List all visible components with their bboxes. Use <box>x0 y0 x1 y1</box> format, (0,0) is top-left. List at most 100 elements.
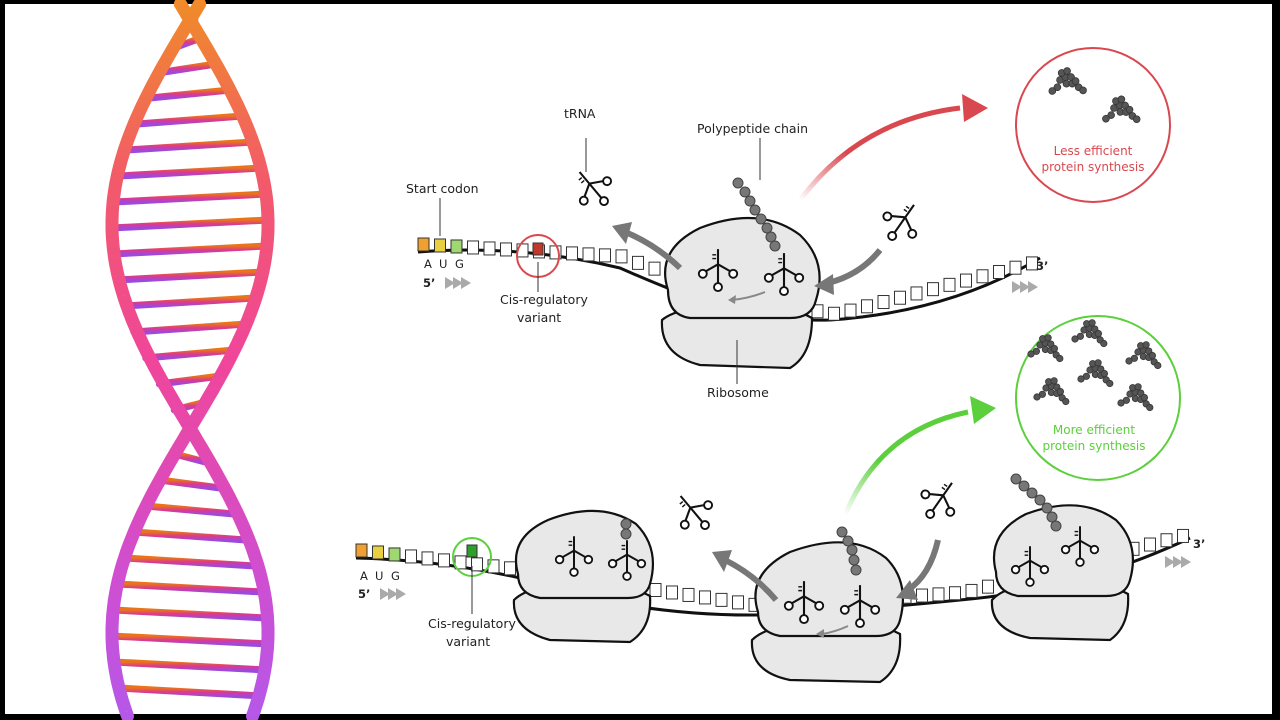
codon-box <box>666 585 678 600</box>
codon-box <box>483 241 496 256</box>
dna-rung <box>130 320 250 336</box>
dna-rung <box>133 112 247 128</box>
codon-box <box>421 551 434 566</box>
codon-letter-a: A <box>424 257 432 271</box>
codon-box <box>1009 260 1022 275</box>
dna-rung <box>120 294 260 310</box>
exit-arrowhead <box>712 550 732 572</box>
dna-rung <box>123 138 257 154</box>
codon-letter-a: A <box>360 569 368 583</box>
dna-rung <box>146 86 234 102</box>
three-prime-label: 3’ <box>1036 259 1048 273</box>
codon-box <box>910 286 923 301</box>
more-efficient-line1: More efficient <box>1053 423 1135 437</box>
codon-boxes-bottom <box>355 528 1189 612</box>
dna-strand <box>105 0 275 720</box>
dna-strand <box>105 0 275 720</box>
dna-rung <box>113 580 267 596</box>
codon-box <box>811 304 824 319</box>
codon-box <box>504 561 516 576</box>
exit-arrow <box>723 557 779 602</box>
codon-letter-g: G <box>391 569 400 583</box>
direction-arrow-icon <box>445 277 471 289</box>
dna-rung <box>115 164 265 180</box>
dna-rung <box>109 242 271 258</box>
codon-box <box>599 248 611 263</box>
codon-box <box>388 547 401 562</box>
codon-box <box>632 255 644 270</box>
dna-rung <box>113 268 267 284</box>
codon-letter-u: U <box>439 257 447 271</box>
codon-box <box>828 306 840 321</box>
codon-box <box>649 583 662 597</box>
codon-letter-g: G <box>455 257 464 271</box>
trna-label: tRNA <box>564 106 596 121</box>
five-prime-label: 5’ <box>358 587 370 601</box>
ribosome-label: Ribosome <box>707 385 769 400</box>
dna-rung <box>130 528 250 544</box>
codon-box <box>932 587 945 602</box>
more-efficient-arrowhead <box>970 396 996 424</box>
exit-arrowhead <box>612 222 632 244</box>
dna-rung <box>110 658 270 674</box>
codon-box <box>1177 528 1189 543</box>
less-efficient-arrowhead <box>962 94 988 122</box>
dna-rung <box>120 554 260 570</box>
codon-box <box>965 583 978 598</box>
more-efficient-line2: protein synthesis <box>1043 439 1146 453</box>
less-efficient-arrow <box>798 105 961 202</box>
dna-rung <box>110 190 270 206</box>
codon-box <box>844 303 857 318</box>
polypeptide-chain-icon <box>1010 473 1062 532</box>
five-prime-label: 5’ <box>423 276 435 290</box>
codon-box <box>372 545 384 560</box>
codon-box <box>582 247 595 262</box>
less-efficient-line1: Less efficient <box>1054 144 1133 158</box>
codon-box <box>976 269 989 284</box>
direction-arrow-icon <box>1165 556 1191 568</box>
codon-box <box>454 555 467 570</box>
codon-box <box>699 590 711 605</box>
dna-double-helix-icon <box>105 0 275 720</box>
dna-rung <box>108 632 272 648</box>
three-prime-label: 3’ <box>1193 537 1205 551</box>
ribosome-icon <box>512 509 654 644</box>
cis-variant-label-line2: variant <box>446 634 490 649</box>
dna-rung <box>115 684 265 700</box>
codon-box <box>949 586 961 601</box>
codon-box <box>960 273 972 288</box>
codon-box <box>1160 533 1173 548</box>
ribosome-icon <box>750 541 904 684</box>
direction-arrow-icon <box>380 588 406 600</box>
codon-box <box>715 592 728 607</box>
codon-box <box>471 557 483 572</box>
cis-variant-label-line2: variant <box>517 310 561 325</box>
codon-box <box>648 261 661 276</box>
dna-rung <box>108 216 272 232</box>
codon-box <box>417 237 430 252</box>
bottom-translation-row: A U G 5’ 3’ <box>355 315 1205 684</box>
dna-rung <box>160 60 220 76</box>
top-translation-row: A U G 5’ 3’ <box>417 47 1171 384</box>
codon-box <box>877 295 890 310</box>
direction-arrow-icon <box>1012 281 1038 293</box>
dna-rung <box>142 502 238 518</box>
codon-letter-u: U <box>375 569 383 583</box>
codon-box <box>615 249 628 264</box>
less-efficient-outcome-circle <box>1015 47 1171 203</box>
codon-box <box>1026 256 1038 271</box>
codon-box <box>982 579 994 594</box>
codon-box <box>861 299 873 314</box>
codon-box <box>927 282 939 297</box>
codon-box <box>467 240 479 255</box>
translocation-arrow <box>821 625 849 635</box>
cis-variant-label-line1: Cis-regulatory <box>500 292 588 307</box>
dna-rung <box>142 346 238 362</box>
more-efficient-arrow <box>842 409 969 516</box>
less-efficient-line2: protein synthesis <box>1042 160 1145 174</box>
entry-arrowhead <box>814 274 834 295</box>
entry-arrowhead <box>896 580 918 600</box>
dna-rung <box>156 476 224 492</box>
cis-variant-marker-red <box>532 242 544 256</box>
